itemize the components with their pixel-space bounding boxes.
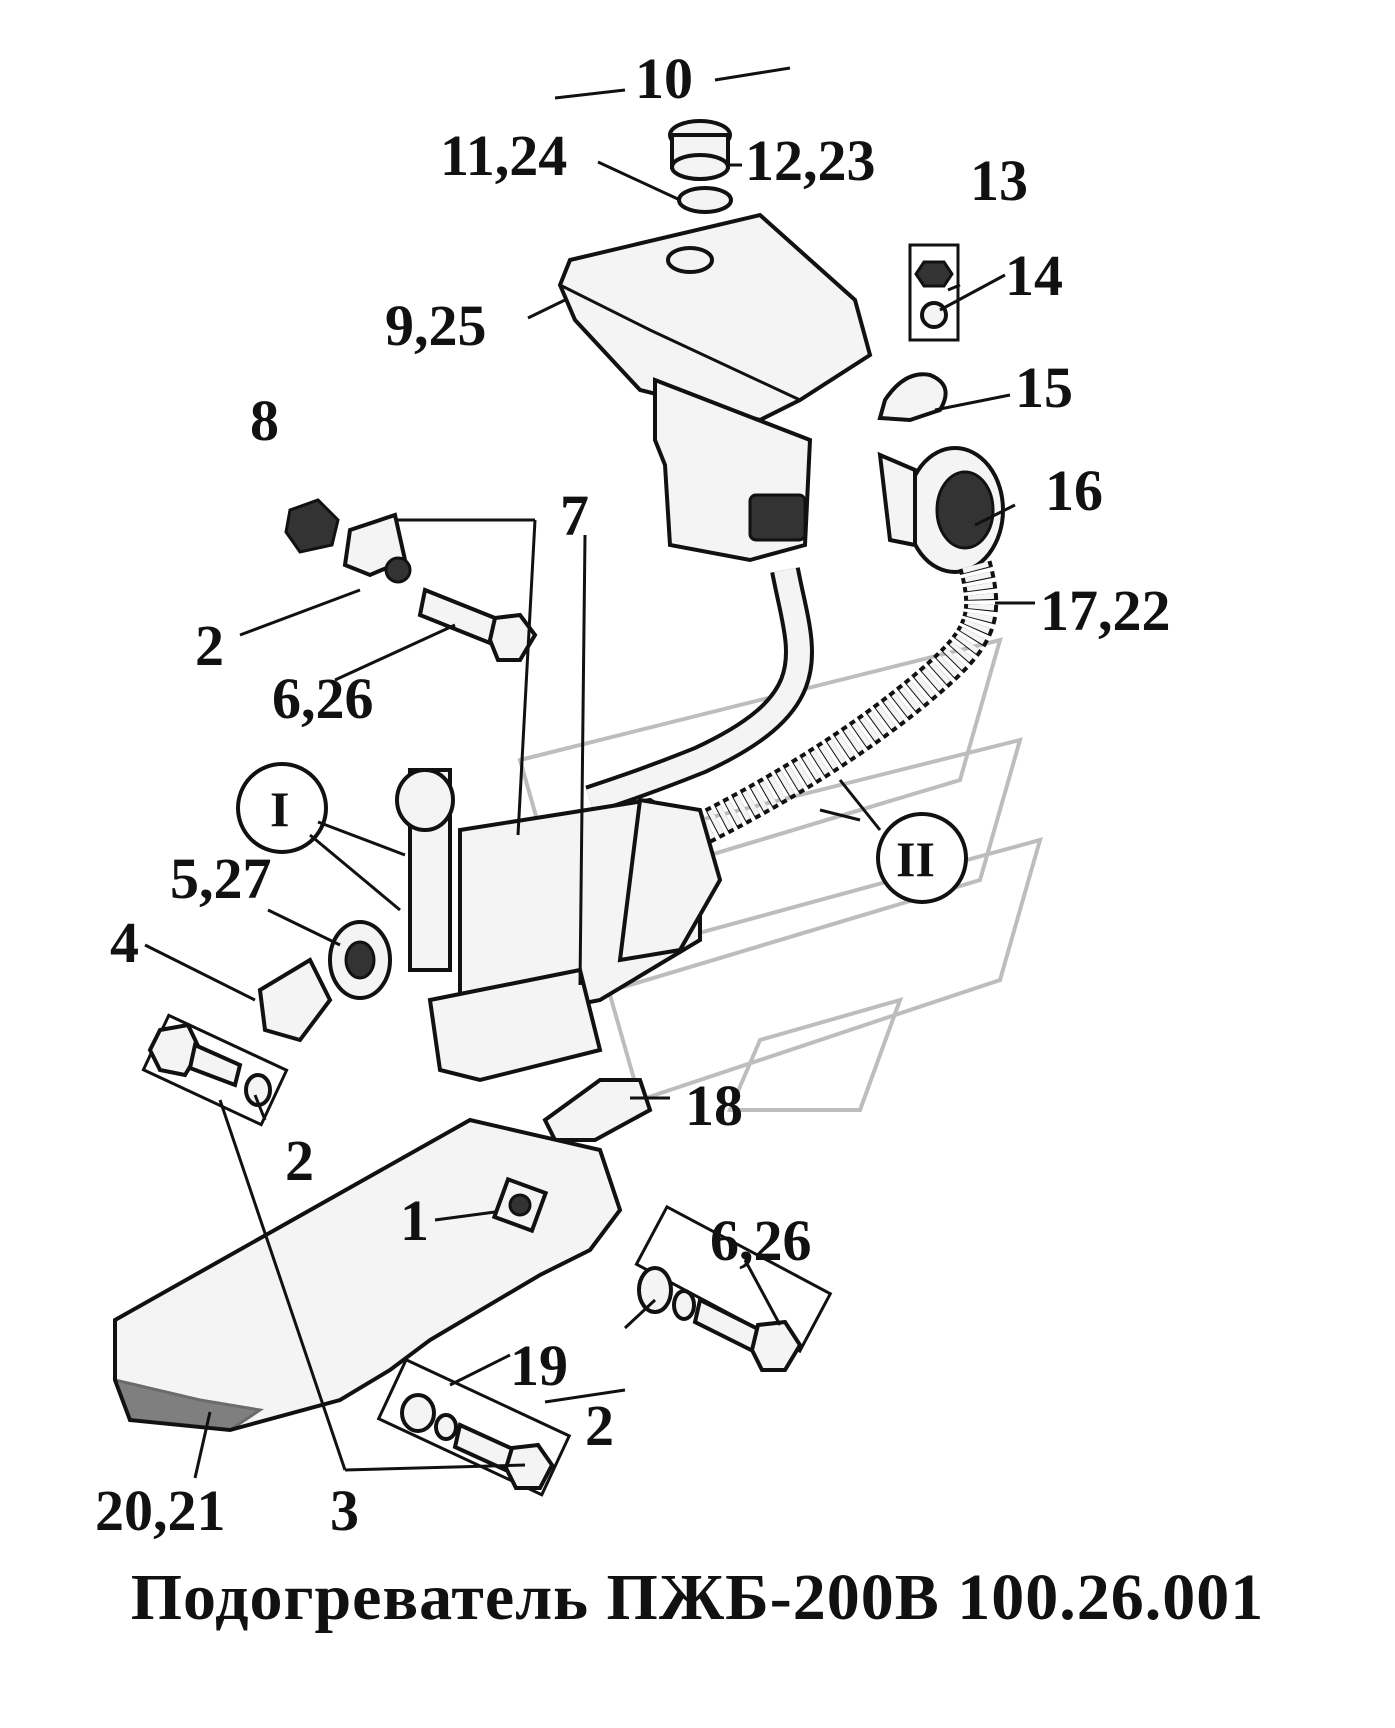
callout-12-23: 12,23 [745,128,876,193]
leader-lines [144,66,1035,1479]
flange-5 [328,920,392,1000]
expansion-tank [557,212,873,563]
bolt-3-top [141,1013,289,1127]
group-marker-I [236,762,328,854]
air-intake [877,446,1005,574]
callout-4: 4 [110,910,139,975]
callout-6-26-top: 6,26 [272,666,374,731]
callout-2-top: 2 [195,613,224,678]
callout-6-26-bottom: 6,26 [710,1208,812,1273]
callout-20-21: 20,21 [95,1478,226,1543]
callout-3: 3 [330,1478,359,1543]
callout-2-bottom: 2 [585,1393,614,1458]
callout-5-27: 5,27 [170,846,272,911]
callout-16: 16 [1045,458,1103,523]
callout-II: II [896,831,935,887]
diagram-title: Подогреватель ПЖБ-200В 100.26.001 [130,1561,1265,1634]
callout-13: 13 [970,148,1028,213]
heat-shield [112,1117,623,1433]
heater-body [395,768,723,1083]
filler-cap [668,119,732,181]
connector-18 [542,1078,653,1142]
elbow-4 [257,957,333,1043]
bolt-6-26-top [417,587,538,662]
callout-17-22: 17,22 [1040,578,1171,643]
callout-1: 1 [400,1188,429,1253]
callout-15: 15 [1015,355,1073,420]
callout-2-mid: 2 [285,1128,314,1193]
callout-I: I [270,781,289,837]
corrugated-hose [692,560,999,846]
callout-14: 14 [1005,243,1063,308]
bracket-7 [342,512,412,584]
callout-labels: 10 11,24 12,23 13 14 9,25 15 8 7 16 17,2… [95,46,1171,1543]
clamp-group [877,243,960,423]
callout-9-25: 9,25 [385,293,487,358]
group-marker-II [876,812,968,904]
bolt-6-26-bottom [634,1204,833,1372]
callout-8: 8 [250,388,279,453]
bolt-3-bottom [376,1357,572,1497]
cap-gasket [677,186,733,214]
callout-7: 7 [560,483,589,548]
tank-neck [666,246,714,274]
callout-18: 18 [685,1073,743,1138]
callout-19: 19 [510,1333,568,1398]
fuel-hose [585,567,814,815]
callout-10: 10 [635,46,693,111]
callout-11-24: 11,24 [440,123,567,188]
nut-8 [284,498,340,554]
